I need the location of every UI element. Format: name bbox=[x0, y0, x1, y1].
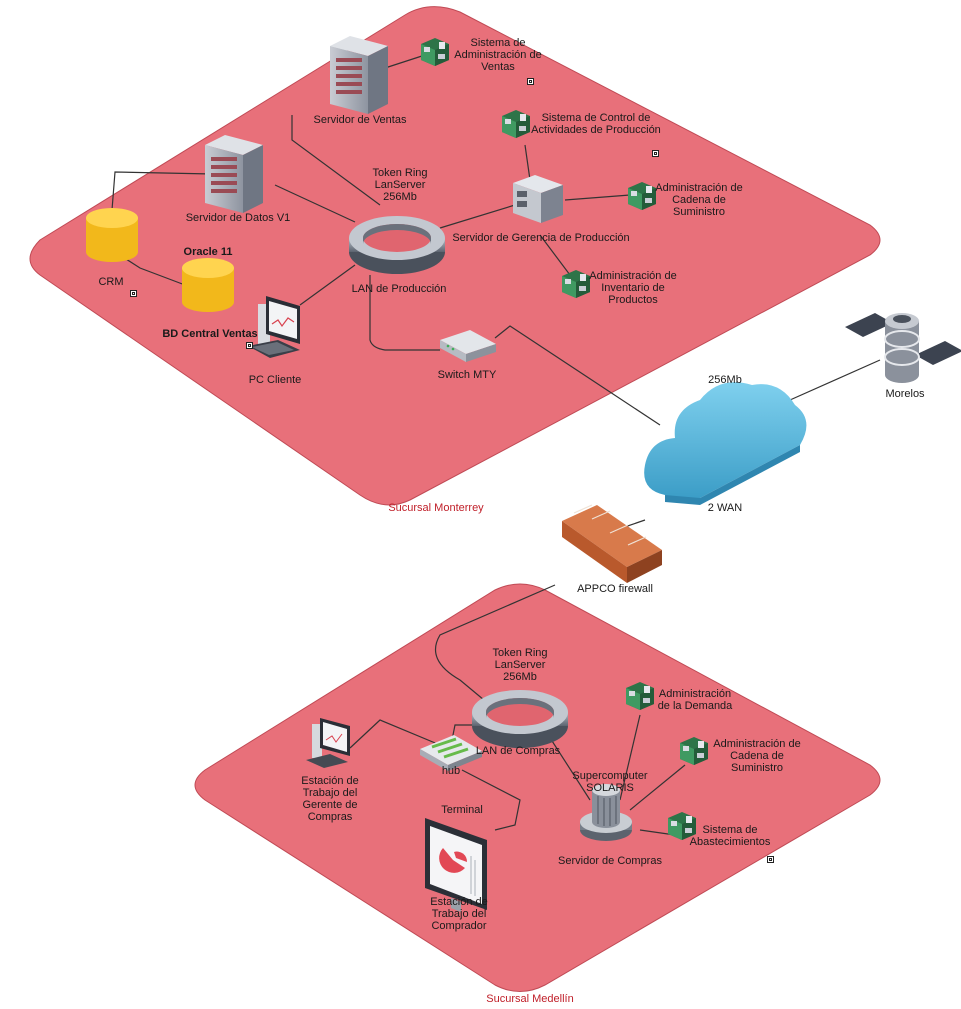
label-appco-firewall: APPCO firewall bbox=[577, 583, 653, 595]
servidor-compras-icon bbox=[580, 784, 632, 841]
estacion-comprador-icon bbox=[425, 818, 487, 912]
label-oracle: Oracle 11 bbox=[183, 246, 233, 258]
server-gerencia-icon bbox=[513, 175, 563, 223]
server-datos-icon bbox=[205, 135, 263, 213]
subprocess-marker[interactable] bbox=[767, 856, 774, 863]
subprocess-marker[interactable] bbox=[246, 342, 253, 349]
app-admin-ventas-icon bbox=[421, 38, 449, 66]
label-switch-mty: Switch MTY bbox=[437, 369, 497, 381]
label-bd-central-ventas: BD Central Ventas bbox=[162, 328, 258, 340]
label-terminal: Terminal bbox=[441, 804, 483, 816]
label-servidor-gerencia: Servidor de Gerencia de Producción bbox=[452, 232, 630, 244]
label-wan-speed: 256Mb bbox=[708, 374, 742, 386]
label-morelos: Morelos bbox=[885, 388, 925, 400]
token-ring-produccion-icon bbox=[349, 216, 445, 274]
switch-mty-icon bbox=[440, 330, 496, 362]
label-hub: hub bbox=[441, 765, 461, 777]
appco-firewall-icon bbox=[562, 504, 662, 583]
pc-cliente-icon bbox=[248, 296, 300, 358]
server-ventas-icon bbox=[330, 36, 388, 114]
label-sucursal-medellin: Sucursal Medellín bbox=[486, 993, 574, 1005]
label-lan-produccion: LAN de Producción bbox=[351, 283, 447, 295]
subprocess-marker[interactable] bbox=[527, 78, 534, 85]
token-ring-compras-icon bbox=[472, 690, 568, 748]
label-servidor-datos: Servidor de Datos V1 bbox=[185, 212, 291, 224]
monterrey-platform bbox=[29, 6, 881, 506]
subprocess-marker[interactable] bbox=[652, 150, 659, 157]
label-servidor-compras: Servidor de Compras bbox=[558, 855, 662, 867]
crm-database-icon bbox=[86, 208, 138, 262]
medellin-platform bbox=[194, 583, 881, 992]
links-monterrey bbox=[111, 54, 881, 701]
label-lan-compras: LAN de Compras bbox=[475, 745, 561, 757]
estacion-gerente-icon bbox=[306, 718, 350, 768]
label-servidor-ventas: Servidor de Ventas bbox=[313, 114, 407, 126]
label-sucursal-monterrey: Sucursal Monterrey bbox=[388, 502, 484, 514]
subprocess-marker[interactable] bbox=[130, 290, 137, 297]
hub-icon bbox=[420, 735, 482, 771]
label-wan-name: 2 WAN bbox=[707, 502, 743, 514]
morelos-satellite-icon bbox=[845, 313, 961, 383]
wan-cloud-icon bbox=[644, 382, 807, 505]
label-crm: CRM bbox=[98, 276, 124, 288]
label-pc-cliente: PC Cliente bbox=[248, 374, 302, 386]
bd-central-ventas-icon bbox=[182, 258, 234, 312]
